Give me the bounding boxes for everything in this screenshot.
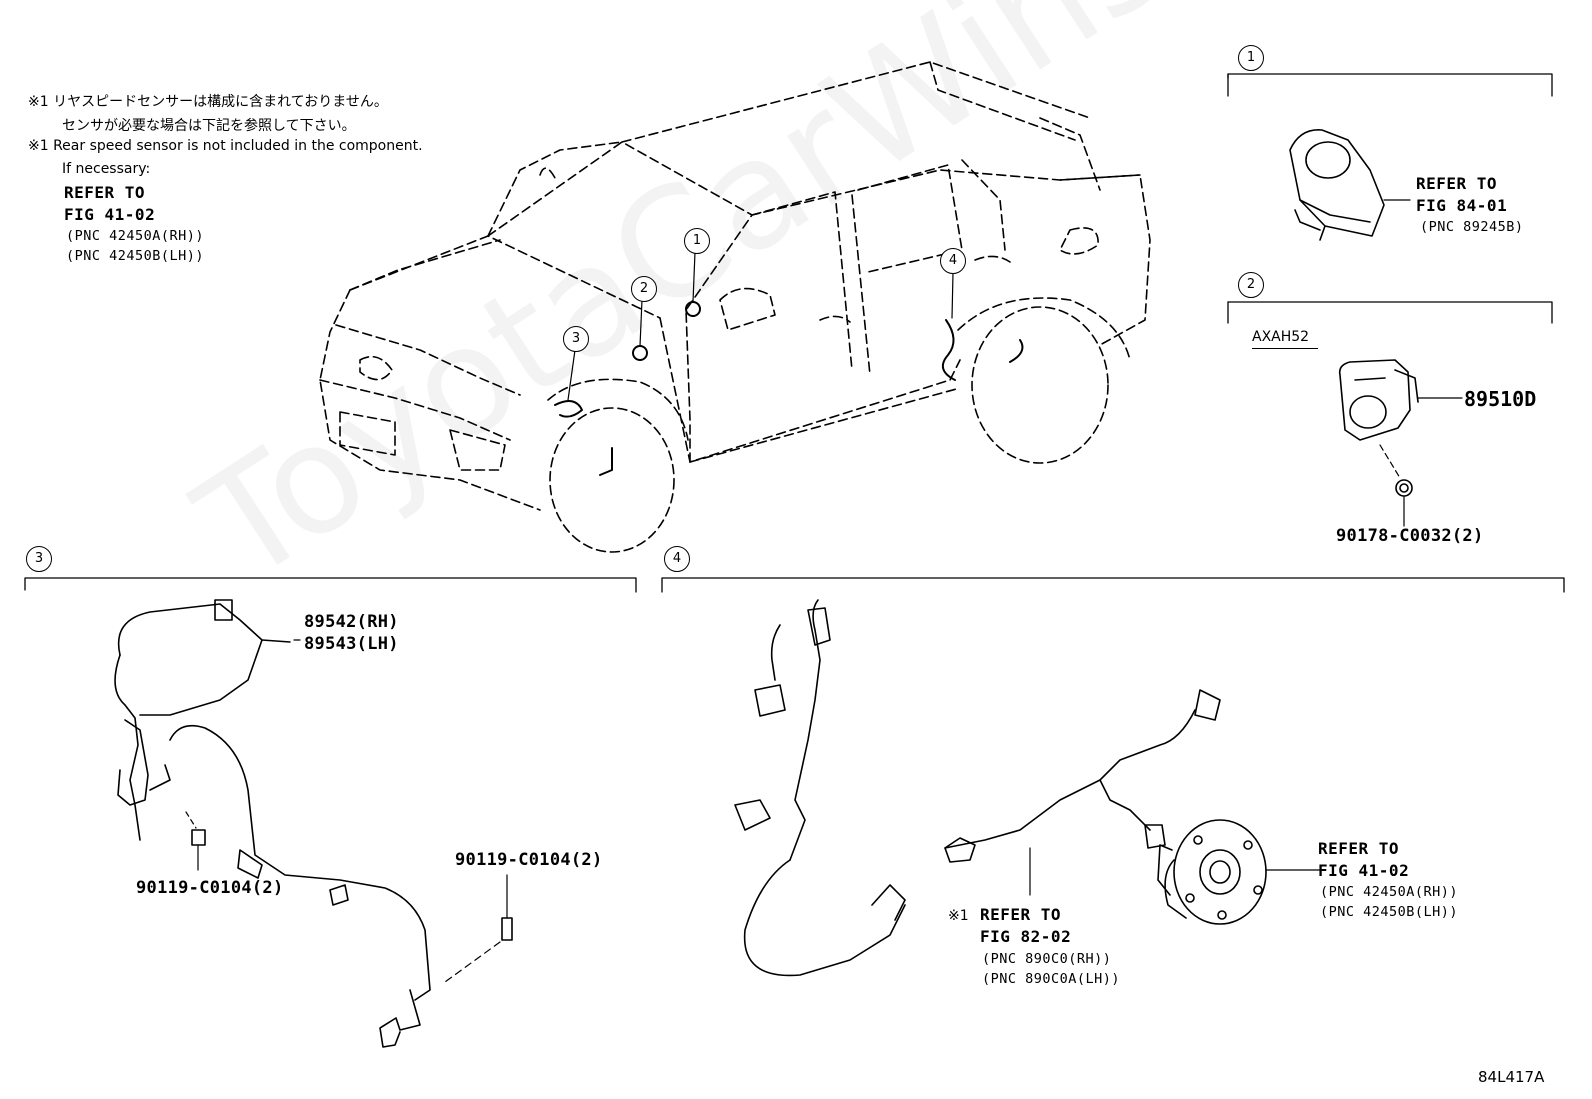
section2-nut: 90178-C0032(2): [1336, 526, 1484, 546]
vehicle-callout-3: 3: [563, 326, 589, 352]
note-fig: FIG 41-02: [64, 205, 156, 224]
section4-pnc-b-rh: (PNC 42450A(RH)): [1320, 884, 1459, 900]
note-line-jp-2: センサが必要な場合は下記を参照して下さい。: [62, 118, 356, 134]
part-harness-drawing: [734, 599, 1221, 977]
section4-pnc-b-lh: (PNC 42450B(LH)): [1320, 904, 1459, 920]
section4-fig-b: FIG 41-02: [1318, 861, 1410, 880]
section-2-callout: 2: [1238, 272, 1264, 298]
section3-part-lh: 89543(LH): [304, 634, 399, 654]
section2-model: AXAH52: [1252, 329, 1310, 345]
figure-id: 84L417A: [1478, 1068, 1545, 1086]
section4-pnc-a-lh: (PNC 890C0A(LH)): [982, 971, 1121, 987]
part-89245b-drawing: [1289, 129, 1411, 241]
section1-pnc: (PNC 89245B): [1420, 219, 1524, 235]
note-pnc-lh: (PNC 42450B(LH)): [66, 248, 205, 264]
section4-pnc-a-rh: (PNC 890C0(RH)): [982, 951, 1112, 967]
note-line-en-1: ※1 Rear speed sensor is not included in …: [28, 138, 423, 154]
vehicle-callout-4: 4: [940, 248, 966, 274]
section4-refer-b: REFER TO: [1318, 839, 1400, 858]
section3-bolt-b: 90119-C0104(2): [455, 850, 603, 870]
note-pnc-rh: (PNC 42450A(RH)): [66, 228, 205, 244]
section-4-callout: 4: [664, 546, 690, 572]
note-line-jp-1: ※1 リヤスピードセンサーは構成に含まれておりません。: [28, 94, 388, 110]
vehicle-outline: [319, 61, 1151, 553]
note-refer: REFER TO: [64, 183, 146, 202]
section3-bolt-a: 90119-C0104(2): [136, 878, 284, 898]
vehicle-callout-1: 1: [684, 228, 710, 254]
section-2-bracket: [1227, 301, 1553, 324]
vehicle-callout-2: 2: [631, 276, 657, 302]
section-1-callout: 1: [1238, 45, 1264, 71]
section1-fig: FIG 84-01: [1416, 196, 1508, 215]
vehicle-callout-leaders: [567, 251, 954, 401]
section2-model-underline: [1252, 348, 1318, 349]
part-89510d-drawing: [1338, 359, 1463, 527]
section-1-bracket: [1227, 73, 1553, 97]
section4-refer-a: REFER TO: [980, 905, 1062, 924]
section2-part: 89510D: [1464, 387, 1537, 411]
section-4-bracket: [661, 577, 1565, 593]
section3-part-rh: 89542(RH): [304, 612, 399, 632]
note-line-en-2: If necessary:: [62, 161, 151, 177]
section1-refer: REFER TO: [1416, 174, 1498, 193]
vehicle-sensor-marks: [554, 301, 1024, 476]
section-3-callout: 3: [26, 546, 52, 572]
part-hub-drawing: [1157, 819, 1323, 925]
section4-note-mark: ※1: [948, 908, 969, 924]
section4-fig-a: FIG 82-02: [980, 927, 1072, 946]
part-89542-drawing: [114, 599, 513, 1048]
section-3-bracket: [24, 577, 637, 593]
